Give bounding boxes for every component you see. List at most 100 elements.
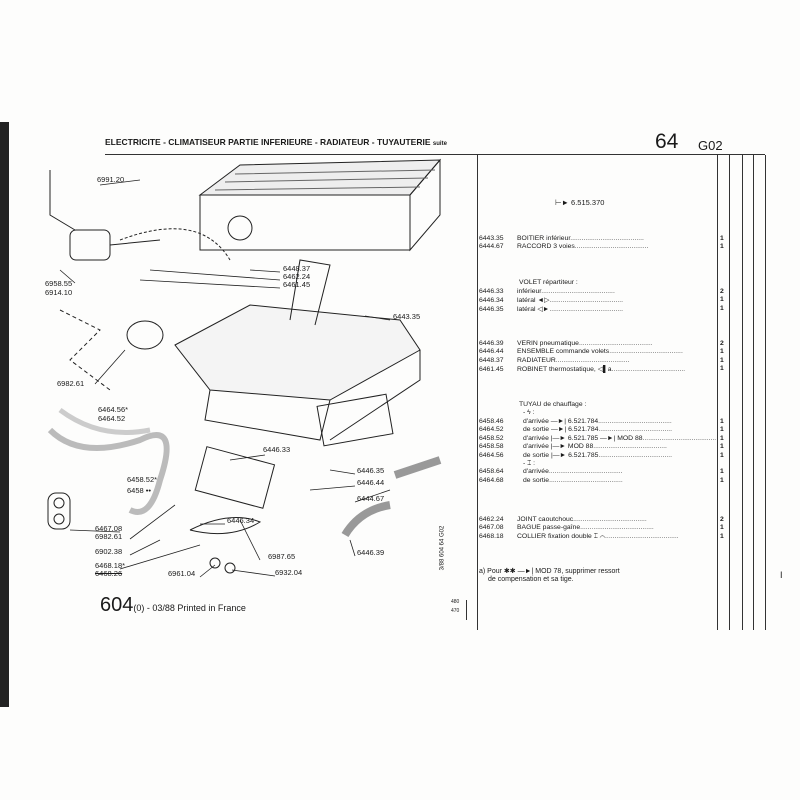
part-desc: d'arrivée |—► MOD 88 — [523, 443, 594, 450]
part-qty: 1 — [720, 296, 724, 303]
part-ref: 6446.44 — [479, 348, 504, 355]
page-counter-a: 480 — [451, 599, 460, 605]
leader-dots: ....................................... — [570, 235, 644, 242]
leader-dots: ....................................... — [541, 288, 615, 295]
callout-label: 6462.24 — [283, 272, 311, 281]
part-qty: 1 — [720, 305, 724, 312]
part-ref: 6458.46 — [479, 418, 504, 425]
leader-dots: ....................................... — [574, 243, 649, 250]
footer-edition: (0) - 03/88 Printed in France — [133, 603, 246, 613]
callout-label: 6987.65 — [268, 552, 296, 561]
part-qty: 2 — [720, 516, 724, 523]
margin-line — [466, 600, 467, 620]
part-desc: RADIATEUR — [517, 357, 556, 364]
section-number: 64 — [655, 130, 679, 153]
callout-label: 6446.33 — [263, 445, 291, 454]
part-desc: BOITIER inférieur — [517, 235, 571, 242]
part-ref: 6446.39 — [479, 340, 504, 347]
footnote-line-2: de compensation et sa tige. — [488, 576, 574, 583]
part-desc: ROBINET thermostatique, ◁▌a — [517, 366, 612, 373]
parts-row: VOLET répartiteur : — [479, 279, 729, 286]
callout-label: 6914.10 — [45, 288, 73, 297]
part-qty: 1 — [720, 418, 724, 425]
part-ref: 6461.45 — [479, 366, 504, 373]
part-ref: 6458.52 — [479, 435, 504, 442]
part-ref: 6446.33 — [479, 288, 504, 295]
callout-label: 6444.67 — [357, 494, 385, 503]
column-divider — [477, 155, 478, 630]
leader-dots: ....................................... — [593, 443, 667, 450]
parts-row: - ϟ : — [479, 409, 729, 416]
title-text: ELECTRICITE - CLIMATISEUR PARTIE INFERIE… — [105, 137, 431, 147]
leader-dots: ....................................... — [611, 366, 686, 373]
scan-edge — [0, 122, 9, 707]
callout-label: 6446.39 — [357, 548, 385, 557]
parts-row: - ⌶ : — [479, 460, 729, 468]
part-ref: 6467.08 — [479, 524, 504, 531]
part-ref: 6448.37 — [479, 357, 504, 364]
callout-label: 6461.45 — [283, 280, 311, 289]
part-desc: JOINT caoutchouc — [517, 516, 574, 523]
part-desc: - ⌶ : — [523, 460, 536, 467]
leader-dots: ....................................... — [578, 340, 653, 347]
callout-label: 6958.55 — [45, 279, 73, 288]
part-qty: 1 — [720, 243, 724, 250]
leader-dots: ....................................... — [598, 418, 672, 425]
footnote-line-1: a) Pour ✱✱ —►| MOD 78, supprimer ressort — [479, 568, 620, 575]
parts-row: 6443.35 BOITIER inférieur................… — [479, 235, 729, 242]
part-qty: 1 — [720, 357, 724, 364]
callout-label: 6446.35 — [357, 466, 385, 475]
leader-dots: ....................................... — [555, 357, 630, 364]
part-ref: 6468.18 — [479, 533, 504, 540]
callout-label: 6902.38 — [95, 547, 123, 556]
parts-row: 6444.67 RACCORD 3 voies..................… — [479, 243, 729, 250]
part-qty: 1 — [720, 468, 724, 475]
part-qty: 1 — [720, 452, 724, 459]
leader-dots: ....................................... — [548, 468, 623, 475]
part-qty: 1 — [720, 348, 724, 355]
part-desc: de sortie —►| 6.521.784 — [523, 426, 599, 433]
group-code: G02 — [698, 138, 723, 153]
hoses-drawing — [47, 309, 170, 515]
leader-dots: ....................................... — [598, 452, 673, 459]
model-number: 604 — [100, 594, 134, 616]
part-ref: 6446.34 — [479, 297, 504, 304]
part-qty: 1 — [720, 477, 724, 484]
qty-column-line — [729, 155, 730, 630]
part-ref: 6458.58 — [479, 443, 504, 450]
part-ref: 6443.35 — [479, 235, 504, 242]
part-desc: COLLIER fixation double ⌶ ⌒ — [517, 533, 606, 540]
part-desc: RACCORD 3 voies — [517, 243, 575, 250]
page-title: ELECTRICITE - CLIMATISEUR PARTIE INFERIE… — [105, 137, 447, 147]
part-qty: 1 — [720, 365, 724, 372]
parts-row: 6458.58 d'arrivée |—► MOD 88.............… — [479, 443, 729, 450]
part-desc: d'arrivée |—► 6.521.785 —►| MOD 88 — [523, 435, 643, 442]
header-rule — [105, 154, 765, 155]
parts-drawing — [47, 393, 442, 574]
callout-label: 6443.35 — [393, 312, 421, 321]
part-ref: 6444.67 — [479, 243, 504, 250]
qty-column-line — [742, 155, 743, 630]
leader-dots: ....................................... — [549, 297, 624, 304]
parts-row: 6461.45 ROBINET thermostatique, ◁▌a......… — [479, 365, 729, 373]
part-qty: 1 — [720, 524, 724, 531]
part-desc: latéral ◄▷ — [517, 297, 550, 304]
valve-drawing — [49, 170, 231, 261]
part-ref: 6446.35 — [479, 306, 504, 313]
part-desc: d'arrivée —►| 6.521.784 — [523, 418, 599, 425]
part-desc: VOLET répartiteur : — [519, 279, 578, 286]
part-qty: 1 — [720, 443, 724, 450]
part-qty: 1 — [720, 426, 724, 433]
part-desc: de sortie |—► 6.521.785 — [523, 452, 599, 459]
leader-dots: ....................................... — [609, 348, 683, 355]
parts-row: 6448.37 RADIATEUR........................… — [479, 357, 729, 364]
page-counter-b: 470 — [451, 608, 460, 614]
leader-dots: ....................................... — [642, 435, 717, 442]
part-ref: 6464.68 — [479, 477, 504, 484]
